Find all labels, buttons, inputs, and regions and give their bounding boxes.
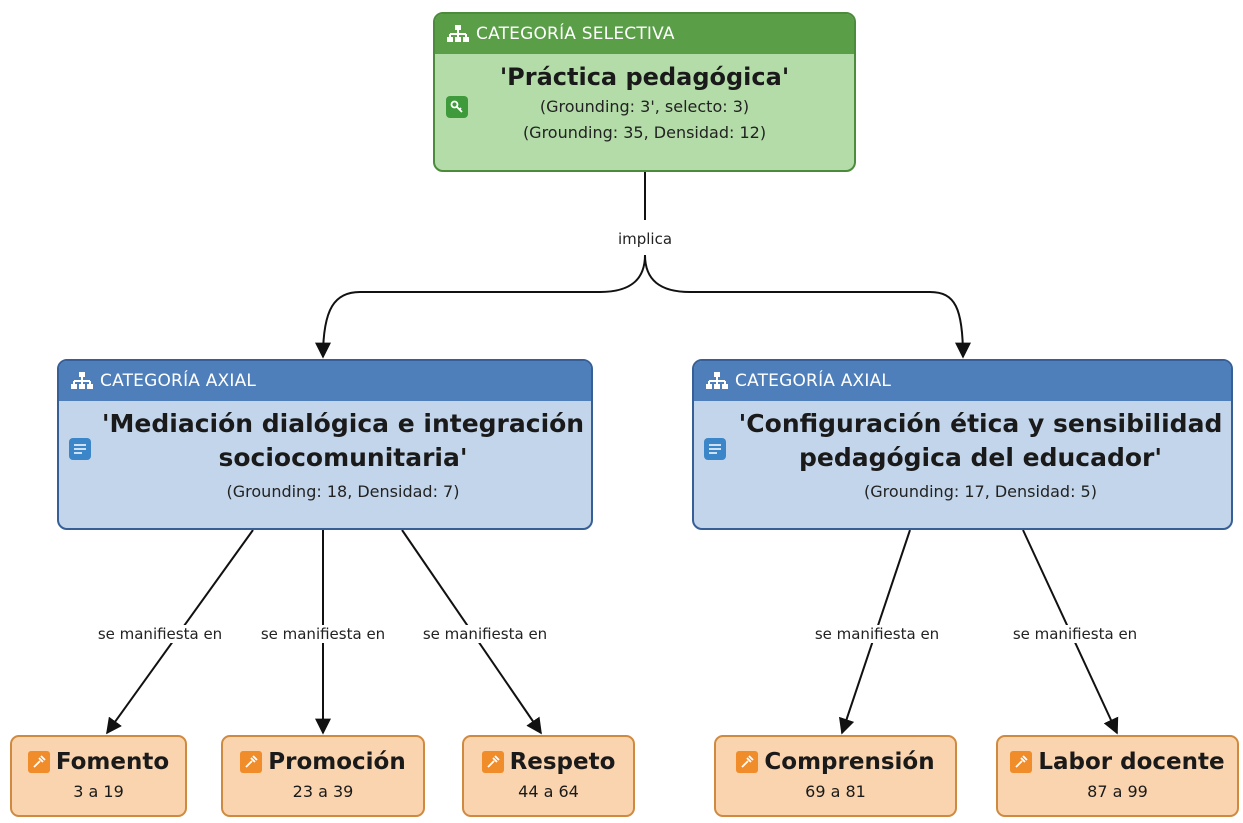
axial-category-title-2b: pedagógica del educador' xyxy=(798,443,1163,472)
code-node-comprension[interactable]: Comprensión 69 a 81 xyxy=(714,735,957,817)
code-range-respeto: 44 a 64 xyxy=(518,782,579,801)
edge-label-labor: se manifiesta en xyxy=(1010,625,1140,643)
axial-category-label-2: CATEGORÍA AXIAL xyxy=(735,371,892,391)
axial-category-meta-1: (Grounding: 18, Densidad: 7) xyxy=(226,482,460,501)
key-icon xyxy=(446,96,468,118)
code-title-promocion: Promoción xyxy=(268,749,406,775)
edge-root-to-axial-1 xyxy=(315,254,646,359)
edge-label-implica: implica xyxy=(615,230,675,248)
memo-icon xyxy=(704,438,726,460)
axial-category-title-1b: sociocomunitaria' xyxy=(218,443,468,472)
code-range-labor-docente: 87 a 99 xyxy=(1087,782,1148,801)
code-node-fomento[interactable]: Fomento 3 a 19 xyxy=(10,735,187,817)
code-title-comprension: Comprensión xyxy=(764,749,935,775)
axial-category-node-2[interactable]: CATEGORÍA AXIAL 'Configuración ética y s… xyxy=(692,359,1233,530)
edge-label-respeto: se manifiesta en xyxy=(420,625,550,643)
code-range-fomento: 3 a 19 xyxy=(73,782,124,801)
selective-category-label: CATEGORÍA SELECTIVA xyxy=(476,24,675,44)
axial-category-label-1: CATEGORÍA AXIAL xyxy=(100,371,257,391)
edge-root-to-axial-2 xyxy=(644,254,971,359)
code-title-fomento: Fomento xyxy=(55,749,170,775)
axial-category-meta-2: (Grounding: 17, Densidad: 5) xyxy=(864,482,1097,501)
selective-category-title: 'Práctica pedagógica' xyxy=(499,63,790,91)
code-node-labor-docente[interactable]: Labor docente 87 a 99 xyxy=(996,735,1239,817)
code-icon xyxy=(27,751,50,773)
axial-category-title-1a: 'Mediación dialógica e integración xyxy=(101,409,585,438)
edge-label-fomento: se manifiesta en xyxy=(95,625,225,643)
hierarchy-icon xyxy=(706,372,728,389)
code-title-respeto: Respeto xyxy=(509,749,616,775)
selective-category-node[interactable]: CATEGORÍA SELECTIVA 'Práctica pedagógica… xyxy=(433,12,856,172)
axial-category-title-2a: 'Configuración ética y sensibilidad xyxy=(738,409,1223,438)
code-node-respeto[interactable]: Respeto 44 a 64 xyxy=(462,735,635,817)
code-icon xyxy=(240,751,263,773)
code-title-labor-docente: Labor docente xyxy=(1038,749,1225,775)
code-icon xyxy=(736,751,759,773)
edge-label-promocion: se manifiesta en xyxy=(258,625,388,643)
selective-category-meta-2: (Grounding: 35, Densidad: 12) xyxy=(522,123,767,142)
code-icon xyxy=(481,751,504,773)
hierarchy-icon xyxy=(71,372,93,389)
memo-icon xyxy=(69,438,91,460)
selective-category-meta-1: (Grounding: 3', selecto: 3) xyxy=(539,97,750,116)
axial-category-node-1[interactable]: CATEGORÍA AXIAL 'Mediación dialógica e i… xyxy=(57,359,593,530)
code-range-comprension: 69 a 81 xyxy=(805,782,866,801)
edge-label-comprension: se manifiesta en xyxy=(812,625,942,643)
axial-category-header-2: CATEGORÍA AXIAL xyxy=(694,361,1231,401)
axial-category-header-1: CATEGORÍA AXIAL xyxy=(59,361,591,401)
hierarchy-icon xyxy=(447,25,469,42)
selective-category-header: CATEGORÍA SELECTIVA xyxy=(435,14,854,54)
code-icon xyxy=(1010,751,1033,773)
code-range-promocion: 23 a 39 xyxy=(292,782,354,801)
code-node-promocion[interactable]: Promoción 23 a 39 xyxy=(221,735,425,817)
